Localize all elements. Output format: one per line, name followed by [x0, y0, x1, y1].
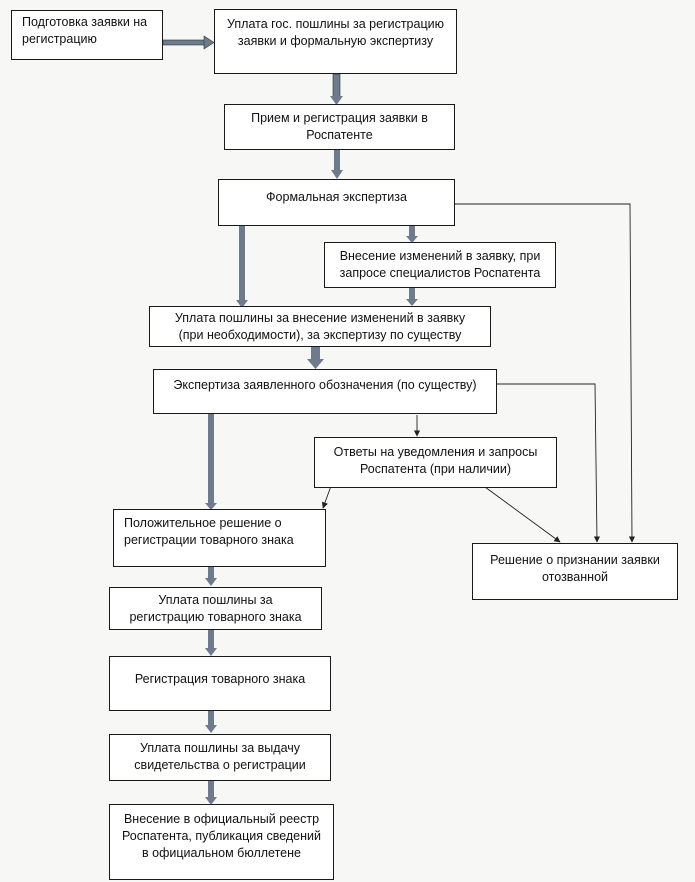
node-line: запросе специалистов Роспатента	[339, 266, 541, 280]
node-line: Подготовка заявки на	[22, 15, 148, 29]
node-application-changes: Внесение изменений в заявку, при запросе…	[324, 242, 556, 288]
thin-arrow-substantive-to-withdrawn	[497, 383, 601, 543]
node-line: Решение о признании заявки	[490, 553, 660, 567]
node-line: Уплата гос. пошлины за регистрацию	[227, 17, 444, 31]
node-line: Уплата пошлины за внесение изменений в з…	[174, 311, 466, 325]
arrow-formal-to-changes	[406, 226, 418, 243]
thin-arrow-replies-to-positive	[321, 485, 332, 509]
node-official-registry: Внесение в официальный реестр Роспатента…	[109, 804, 334, 880]
arrow-substantive-to-positive	[205, 414, 217, 510]
node-prepare-application: Подготовка заявки на регистрацию	[11, 10, 163, 60]
arrow-formal-to-fee-changes	[236, 226, 248, 308]
node-formal-examination: Формальная экспертиза	[218, 179, 455, 226]
node-line: Экспертиза заявленного обозначения (по с…	[173, 378, 477, 392]
node-line: (при необходимости), за экспертизу по су…	[178, 328, 462, 342]
node-line: Ответы на уведомления и запросы	[333, 445, 538, 459]
node-fee-certificate: Уплата пошлины за выдачу свидетельства о…	[109, 734, 331, 781]
arrow-fee-changes-to-substantive	[307, 347, 324, 369]
node-application-withdrawn: Решение о признании заявки отозванной	[472, 543, 678, 600]
node-line: свидетельства о регистрации	[134, 758, 306, 772]
node-line: регистрацию товарного знака	[129, 610, 302, 624]
node-fee-registration: Уплата гос. пошлины за регистрацию заявк…	[214, 9, 457, 74]
node-line: Положительное решение о	[124, 516, 282, 530]
arrow-fee-tm-to-tm-registration	[205, 630, 217, 656]
arrow-fee-cert-to-registry	[205, 781, 217, 805]
node-line: Внесение в официальный реестр	[123, 812, 320, 826]
node-fee-trademark: Уплата пошлины за регистрацию товарного …	[109, 587, 322, 630]
thin-arrow-formal-to-withdrawn	[455, 203, 636, 543]
node-trademark-registration: Регистрация товарного знака	[109, 656, 331, 711]
node-line: Внесение изменений в заявку, при	[339, 249, 541, 263]
node-line: Роспатента (при наличии)	[360, 462, 511, 476]
node-substantive-examination: Экспертиза заявленного обозначения (по с…	[153, 369, 497, 414]
node-replies-to-notices: Ответы на уведомления и запросы Роспатен…	[314, 437, 557, 488]
node-line: отозванной	[542, 570, 608, 584]
node-line: заявки и формальную экспертизу	[237, 34, 434, 48]
arrow-prep-to-fee	[162, 35, 215, 50]
node-line: Уплата пошлины за выдачу	[139, 741, 301, 755]
node-line: регистрацию	[22, 32, 97, 46]
node-fee-changes-examination: Уплата пошлины за внесение изменений в з…	[149, 306, 491, 347]
node-line: Регистрация товарного знака	[134, 672, 306, 686]
node-line: Прием и регистрация заявки в	[251, 111, 428, 125]
node-line: в официальном бюллетене	[142, 846, 301, 860]
node-line: Роспатенте	[306, 128, 373, 142]
node-line: Роспатента, публикация сведений	[121, 829, 321, 843]
arrow-changes-to-fee-changes	[406, 288, 418, 306]
arrow-receipt-to-formal	[331, 150, 343, 179]
thin-arrow-replies-to-withdrawn	[484, 486, 561, 543]
node-line: Уплата пошлины за	[158, 593, 273, 607]
node-line: Формальная экспертиза	[266, 190, 407, 204]
node-receipt-registration: Прием и регистрация заявки в Роспатенте	[224, 104, 455, 150]
arrow-positive-to-fee-tm	[205, 567, 217, 586]
node-positive-decision: Положительное решение о регистрации това…	[113, 509, 326, 567]
arrow-fee-to-receipt	[330, 73, 343, 105]
arrow-tm-registration-to-fee-cert	[205, 711, 217, 733]
node-line: регистрации товарного знака	[124, 533, 294, 547]
